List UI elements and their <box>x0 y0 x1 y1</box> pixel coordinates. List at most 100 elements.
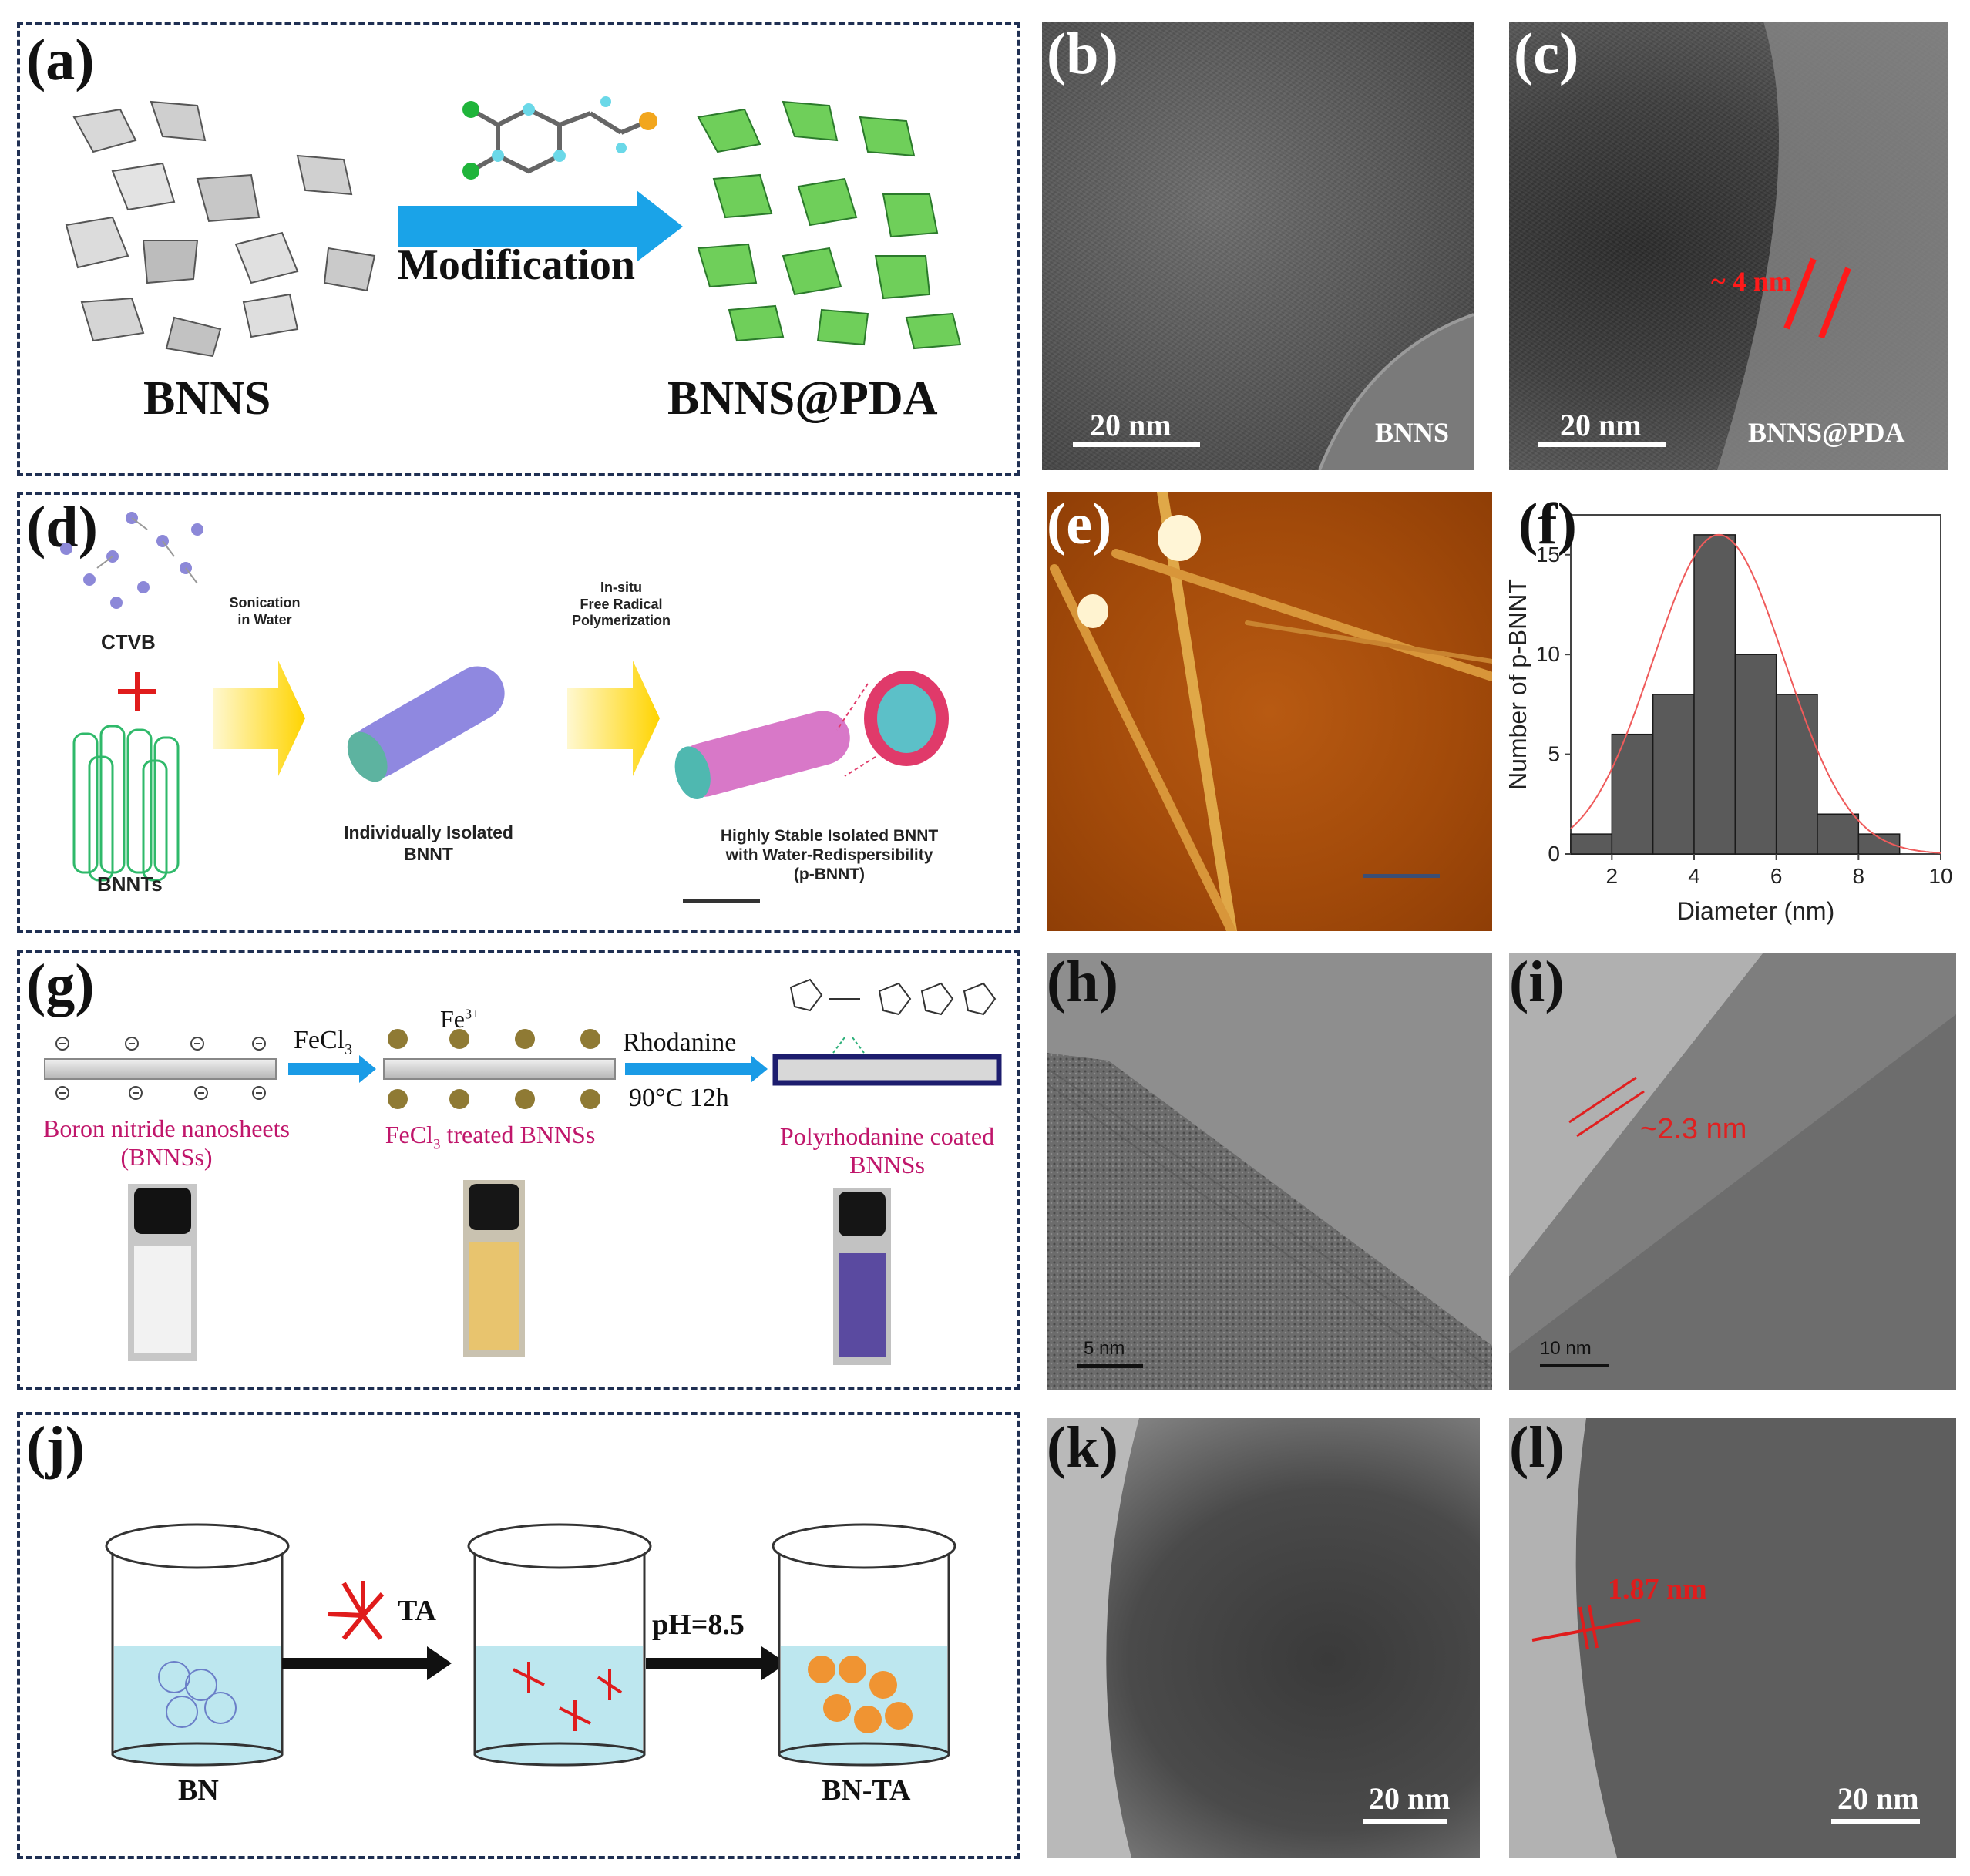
step2-arrow <box>567 661 660 776</box>
histogram-bar <box>1652 694 1695 855</box>
ion-superscript: 3+ <box>465 1006 480 1022</box>
isolated-text: Individually Isolated BNNT <box>317 822 540 865</box>
panel-e-label: (e) <box>1047 492 1112 556</box>
scale-bar <box>1540 1364 1609 1367</box>
ta-label: TA <box>398 1595 436 1627</box>
arrow-2 <box>625 1055 768 1083</box>
panel-k-tem-image: (k) 20 nm <box>1047 1418 1480 1858</box>
scale-text: 20 nm <box>1837 1781 1919 1816</box>
panel-c-tem-image: (c) ~ 4 nm 20 nm BNNS@PDA <box>1509 22 1948 470</box>
product-line-2: with Water-Redispersibility <box>725 846 933 865</box>
name2-subscript: 3 <box>432 1136 441 1153</box>
y-tick-label: 15 <box>1536 543 1560 566</box>
panel-a-schematic <box>65 96 962 358</box>
bnnt-bundle <box>72 725 180 882</box>
step1-line-1: Sonication <box>229 595 301 610</box>
panel-f-label: (f) <box>1518 492 1577 556</box>
panel-h-label: (h) <box>1047 953 1118 1014</box>
step2-text: In-situ Free Radical Polymerization <box>544 580 698 630</box>
reagent1-label: FeCl3 <box>294 1026 352 1059</box>
name1-line-1: Boron nitride nanosheets <box>43 1115 290 1142</box>
thickness-marker-1 <box>1783 257 1817 330</box>
histogram-bar <box>1693 534 1736 855</box>
vial-2 <box>463 1180 525 1357</box>
product-text: Highly Stable Isolated BNNT with Water-R… <box>698 826 960 885</box>
scale-bar <box>1363 1819 1447 1824</box>
scale-bar <box>1363 874 1440 878</box>
x-axis-label: Diameter (nm) <box>1677 897 1834 925</box>
ph-label: pH=8.5 <box>652 1609 745 1641</box>
panel-a-frame: (a) <box>17 22 1020 476</box>
scale-text: 20 nm <box>1560 408 1642 442</box>
arrow-1 <box>282 1646 452 1680</box>
scale-bar <box>683 899 760 903</box>
x-tick-label: 8 <box>1853 864 1865 888</box>
vial-3 <box>833 1188 891 1365</box>
panel-a-label: (a) <box>26 28 95 92</box>
name2-suffix: treated BNNSs <box>440 1121 596 1148</box>
name1-text: Boron nitride nanosheets (BNNSs) <box>20 1115 313 1172</box>
bnnts-label: BNNTs <box>97 872 163 896</box>
gaussian-fit-curve <box>1570 533 1941 854</box>
step1-arrow <box>213 661 305 776</box>
lattice-line-1 <box>1568 1076 1637 1124</box>
bnns-name: BNNS <box>143 372 271 425</box>
scale-bar <box>1831 1819 1920 1824</box>
x-tick-label: 4 <box>1688 864 1700 888</box>
x-tick-label: 10 <box>1928 864 1952 888</box>
histogram-bar <box>1775 694 1818 855</box>
vial-1 <box>128 1184 197 1361</box>
step2-line-2: Free Radical <box>580 596 663 612</box>
polymerization-scheme <box>789 978 997 1016</box>
step2-line-3: Polymerization <box>571 613 671 629</box>
bnns-pda-sheets <box>697 100 962 350</box>
sample-name: BNNS <box>1375 417 1450 448</box>
panel-k-label: (k) <box>1047 1418 1118 1480</box>
histogram-bar <box>1570 833 1613 855</box>
scale-text: 10 nm <box>1540 1338 1592 1359</box>
beaker-bn-ta <box>772 1523 956 1767</box>
histogram-bar <box>1611 733 1654 855</box>
name1-line-2: (BNNSs) <box>120 1142 213 1171</box>
scale-text: 20 nm <box>1369 1781 1451 1816</box>
coated-bar <box>772 1054 1002 1086</box>
thickness-marker-2 <box>1818 267 1851 339</box>
bnns-pda-name: BNNS@PDA <box>667 372 938 425</box>
panel-l-tem-image: (l) 1.87 nm 20 nm <box>1509 1418 1956 1858</box>
modification-label: Modification <box>398 241 635 289</box>
panel-g-label: (g) <box>26 953 95 1017</box>
beaker-mix <box>467 1523 652 1767</box>
scale-bar <box>1538 442 1666 447</box>
step1-line-2: in Water <box>237 611 292 627</box>
thickness-arrow <box>1531 1619 1641 1642</box>
p-bnnt <box>674 711 850 799</box>
product-line-3: (p-BNNT) <box>793 866 866 884</box>
bnns-bar <box>44 1058 277 1080</box>
beaker-bn <box>105 1523 290 1767</box>
ta-molecule <box>328 1581 385 1640</box>
panel-j-schematic <box>105 1523 956 1767</box>
sample-name: BNNS@PDA <box>1748 417 1905 448</box>
x-tick-label: 2 <box>1606 864 1619 888</box>
panel-h-tem-image: (h) 5 nm <box>1047 953 1492 1390</box>
histogram-bar <box>1817 813 1860 855</box>
panel-g-schematic <box>44 978 1002 1365</box>
lattice-line-2 <box>1576 1090 1645 1138</box>
name3-text: Polyrhodanine coated BNNSs <box>760 1122 1014 1179</box>
x-tick-label: 6 <box>1770 864 1783 888</box>
bn-ta-name: BN-TA <box>822 1774 911 1807</box>
ctvb-molecules <box>60 512 203 609</box>
ion-label: Fe3+ <box>440 1005 479 1034</box>
thickness-label: 1.87 nm <box>1608 1573 1707 1605</box>
name2-text: FeCl3 treated BNNSs <box>359 1121 621 1153</box>
reagent2-label: Rhodanine <box>623 1028 737 1057</box>
reagent1-subscript: 3 <box>345 1041 353 1058</box>
isolated-bnnt <box>347 666 505 782</box>
thickness-label: ~2.3 nm <box>1640 1113 1747 1145</box>
bn-name: BN <box>178 1774 219 1807</box>
arrow-1 <box>288 1055 376 1083</box>
y-tick-label: 10 <box>1536 642 1560 666</box>
panel-d-frame: (d) <box>17 492 1020 933</box>
panel-i-label: (i) <box>1509 953 1565 1014</box>
